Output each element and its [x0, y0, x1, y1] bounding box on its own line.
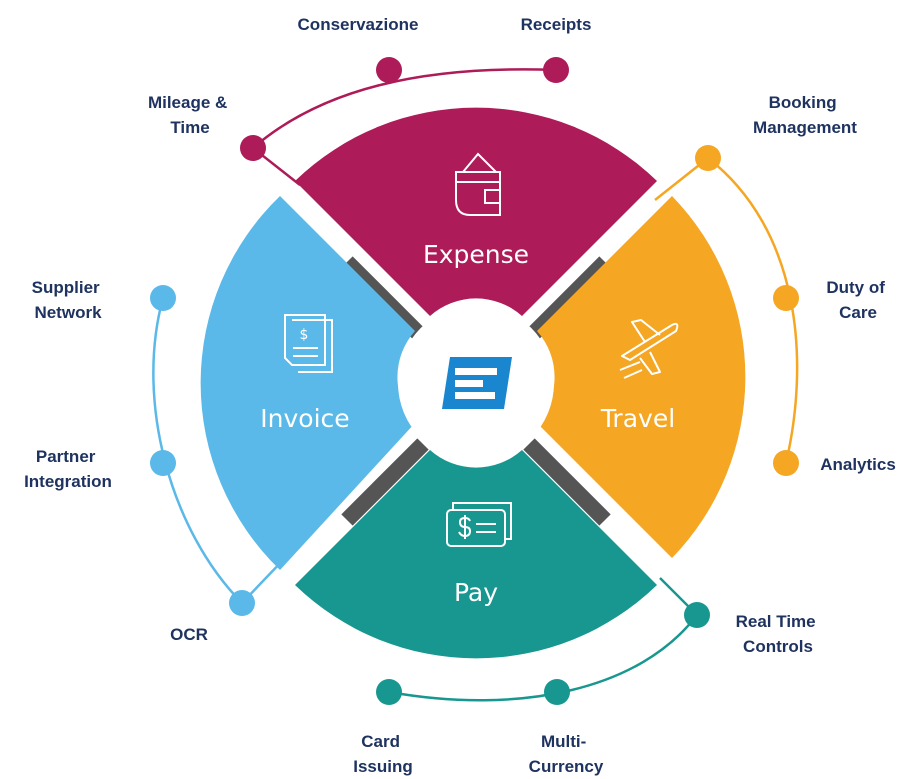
- partner-integration-label: Partner Integration: [24, 447, 112, 491]
- travel-segment[interactable]: [537, 196, 746, 558]
- multi-currency-label: Multi- Currency: [529, 732, 604, 776]
- conservazione-dot[interactable]: [376, 57, 402, 83]
- cash-icon: [446, 502, 512, 547]
- airplane-icon: [619, 319, 679, 379]
- expense-connector-arc: [252, 68, 557, 149]
- card-issuing-dot[interactable]: [376, 679, 402, 705]
- real-time-controls-dot[interactable]: [684, 602, 710, 628]
- receipts-dot[interactable]: [543, 57, 569, 83]
- receipts-label: Receipts: [521, 15, 592, 34]
- mileage-time-label: Mileage & Time: [148, 93, 232, 137]
- pay-connector-arc: [388, 614, 698, 702]
- partner-integration-dot[interactable]: [150, 450, 176, 476]
- pay-segment[interactable]: [295, 450, 657, 659]
- ocr-label: OCR: [170, 625, 208, 644]
- supplier-network-dot[interactable]: [150, 285, 176, 311]
- analytics-dot[interactable]: [773, 450, 799, 476]
- travel-label: Travel: [600, 404, 675, 433]
- expense-label: Expense: [423, 240, 529, 269]
- invoice-label: Invoice: [260, 404, 349, 433]
- conservazione-label: Conservazione: [298, 15, 419, 34]
- supplier-network-label: Supplier Network: [32, 278, 105, 322]
- booking-management-dot[interactable]: [695, 145, 721, 171]
- card-issuing-label: Card Issuing: [353, 732, 413, 776]
- analytics-label: Analytics: [820, 455, 896, 474]
- invoice-document-icon: $: [284, 314, 333, 373]
- svg-text:$: $: [300, 327, 309, 343]
- expense-segment[interactable]: [295, 107, 657, 316]
- invoice-segment[interactable]: [200, 196, 415, 570]
- wallet-icon: [455, 152, 501, 216]
- ocr-dot[interactable]: [229, 590, 255, 616]
- segment-dividers: [341, 256, 611, 526]
- booking-management-label: Booking Management: [753, 93, 857, 137]
- multi-currency-dot[interactable]: [544, 679, 570, 705]
- real-time-controls-label: Real Time Controls: [736, 612, 821, 656]
- e-logo-icon[interactable]: [442, 357, 512, 409]
- pay-label: Pay: [454, 578, 498, 607]
- duty-of-care-dot[interactable]: [773, 285, 799, 311]
- duty-of-care-label: Duty of Care: [826, 278, 889, 322]
- mileage-time-dot[interactable]: [240, 135, 266, 161]
